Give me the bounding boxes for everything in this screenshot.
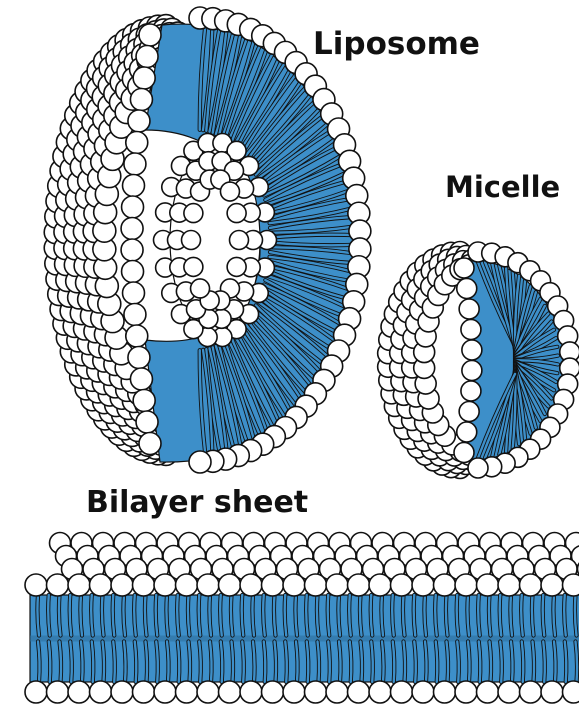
lipid-head [47, 574, 69, 596]
lipid-head [136, 411, 158, 433]
lipid-head [459, 402, 479, 422]
lipid-head [412, 574, 434, 596]
lipid-head [434, 574, 456, 596]
lipid-head [182, 231, 201, 250]
lipid-head [136, 46, 158, 68]
lipid-head [462, 340, 482, 360]
lipid-head [498, 574, 520, 596]
lipid-head [124, 153, 146, 175]
liposome-label: Liposome [313, 26, 480, 62]
lipid-head [128, 347, 150, 369]
lipid-head [457, 279, 477, 299]
lipid-head [139, 24, 161, 46]
micelle-illustration [378, 242, 579, 479]
lipid-head [191, 279, 210, 298]
bilayer-sheet-label: Bilayer sheet [86, 485, 308, 520]
bilayer-sheet-illustration [25, 533, 579, 704]
lipid-head [326, 574, 348, 596]
lipid-head [520, 574, 542, 596]
lipid-head [176, 574, 198, 596]
lipid-head [520, 681, 542, 703]
lipid-head [123, 175, 145, 197]
lipid-head [477, 574, 499, 596]
liposome-illustration [44, 7, 371, 473]
lipid-head [154, 681, 176, 703]
lipid-head [124, 304, 146, 326]
lipid-head [133, 574, 155, 596]
lipid-head [184, 204, 203, 223]
lipid-head [111, 574, 133, 596]
lipid-head [122, 196, 144, 218]
lipid-head [283, 681, 305, 703]
lipid-head [541, 681, 563, 703]
lipid-head [498, 681, 520, 703]
lipid-head [455, 681, 477, 703]
lipid-head [111, 681, 133, 703]
lipid-head [219, 574, 241, 596]
lipid-head [197, 681, 219, 703]
lipid-head [563, 681, 579, 703]
lipid-head [130, 368, 152, 390]
lipid-head [90, 574, 112, 596]
lipid-head [348, 574, 370, 596]
lipid-head [468, 458, 488, 478]
lipid-head [348, 681, 370, 703]
lipid-head [391, 574, 413, 596]
lipid-head [240, 574, 262, 596]
lipid-head [461, 320, 481, 340]
lipid-head [227, 257, 246, 276]
lipid-head [122, 261, 144, 283]
lipid-head [391, 681, 413, 703]
lipid-head [283, 574, 305, 596]
lipid-head [189, 451, 211, 473]
lipid-head [47, 681, 69, 703]
micelle-label: Micelle [445, 170, 560, 204]
lipid-head [227, 204, 246, 223]
lipid-head [262, 681, 284, 703]
lipid-head [220, 182, 239, 201]
lipid-head [369, 574, 391, 596]
lipid-head [462, 361, 482, 381]
lipid-head [25, 574, 47, 596]
lipid-head [126, 132, 148, 154]
lipid-head [90, 681, 112, 703]
lipid-head [133, 67, 155, 89]
lipid-head [219, 681, 241, 703]
lipid-head [133, 681, 155, 703]
lipid-head [197, 574, 219, 596]
lipid-head [123, 282, 145, 304]
lipid-head [230, 231, 249, 250]
lipid-head [305, 574, 327, 596]
lipid-head [412, 681, 434, 703]
lipid-head [457, 422, 477, 442]
lipid-head [477, 681, 499, 703]
lipid-head [262, 574, 284, 596]
lipid-head [454, 443, 474, 463]
lipid-head [68, 574, 90, 596]
lipid-head [240, 681, 262, 703]
lipid-head [454, 258, 474, 278]
lipid-head [459, 299, 479, 319]
lipid-head [563, 574, 579, 596]
lipid-head [121, 218, 143, 240]
lipid-head [305, 681, 327, 703]
lipid-head [184, 257, 203, 276]
lipid-head [130, 89, 152, 111]
lipid-head [369, 681, 391, 703]
lipid-head [455, 574, 477, 596]
lipid-head [326, 681, 348, 703]
lipid-head [133, 390, 155, 412]
lipid-head [434, 681, 456, 703]
lipid-head [541, 574, 563, 596]
lipid-head [25, 681, 47, 703]
lipid-head [121, 239, 143, 261]
lipid-head [461, 381, 481, 401]
lipid-head [128, 110, 150, 132]
lipid-head [139, 433, 161, 455]
lipid-head [68, 681, 90, 703]
lipid-head [126, 325, 148, 347]
lipid-head [176, 681, 198, 703]
lipid-head [154, 574, 176, 596]
